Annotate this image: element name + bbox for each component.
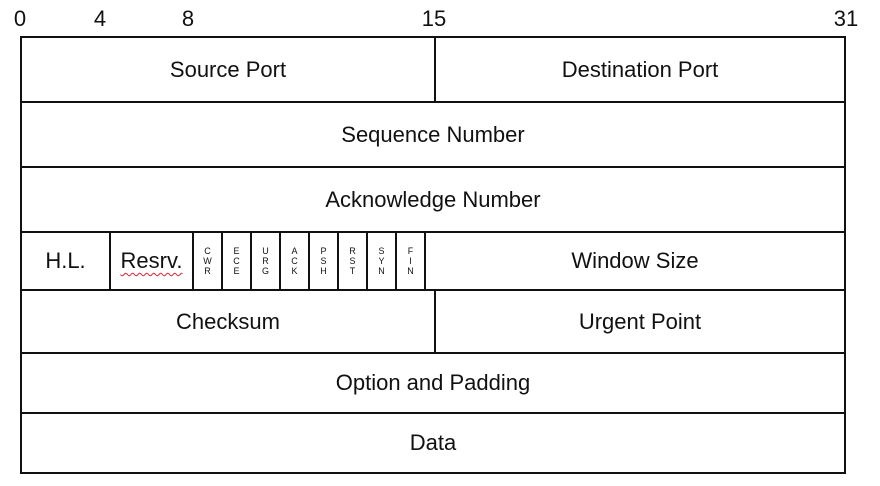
source-port-field: Source Port	[169, 56, 287, 82]
data-field: Data	[409, 430, 457, 455]
bit-position-4: 4	[93, 6, 107, 31]
checksum-row: Checksum Urgent Point	[20, 289, 846, 352]
destination-port-field: Destination Port	[434, 38, 844, 101]
bit-position-8: 8	[181, 6, 195, 31]
option-row: Option and Padding	[20, 352, 846, 412]
data-row: Data	[20, 412, 846, 474]
acknowledge-number-field: Acknowledge Number	[325, 186, 541, 212]
bit-position-31: 31	[833, 6, 859, 31]
header-length-field: H.L.	[45, 248, 86, 273]
acknowledge-row: Acknowledge Number	[20, 166, 846, 231]
sequence-row: Sequence Number	[20, 101, 846, 166]
window-size-field: Window Size	[424, 233, 844, 289]
bit-position-0: 0	[13, 6, 27, 31]
tcp-header-diagram: Source Port Destination Port Sequence Nu…	[20, 36, 846, 474]
bit-position-15: 15	[421, 6, 447, 31]
port-row: Source Port Destination Port	[20, 36, 846, 101]
option-padding-field: Option and Padding	[335, 370, 531, 395]
reserved-field: Resrv.	[109, 233, 192, 289]
urgent-point-field: Urgent Point	[434, 291, 844, 352]
reserved-label: Resrv.	[120, 248, 183, 273]
checksum-field: Checksum	[176, 308, 280, 334]
sequence-number-field: Sequence Number	[341, 121, 525, 147]
